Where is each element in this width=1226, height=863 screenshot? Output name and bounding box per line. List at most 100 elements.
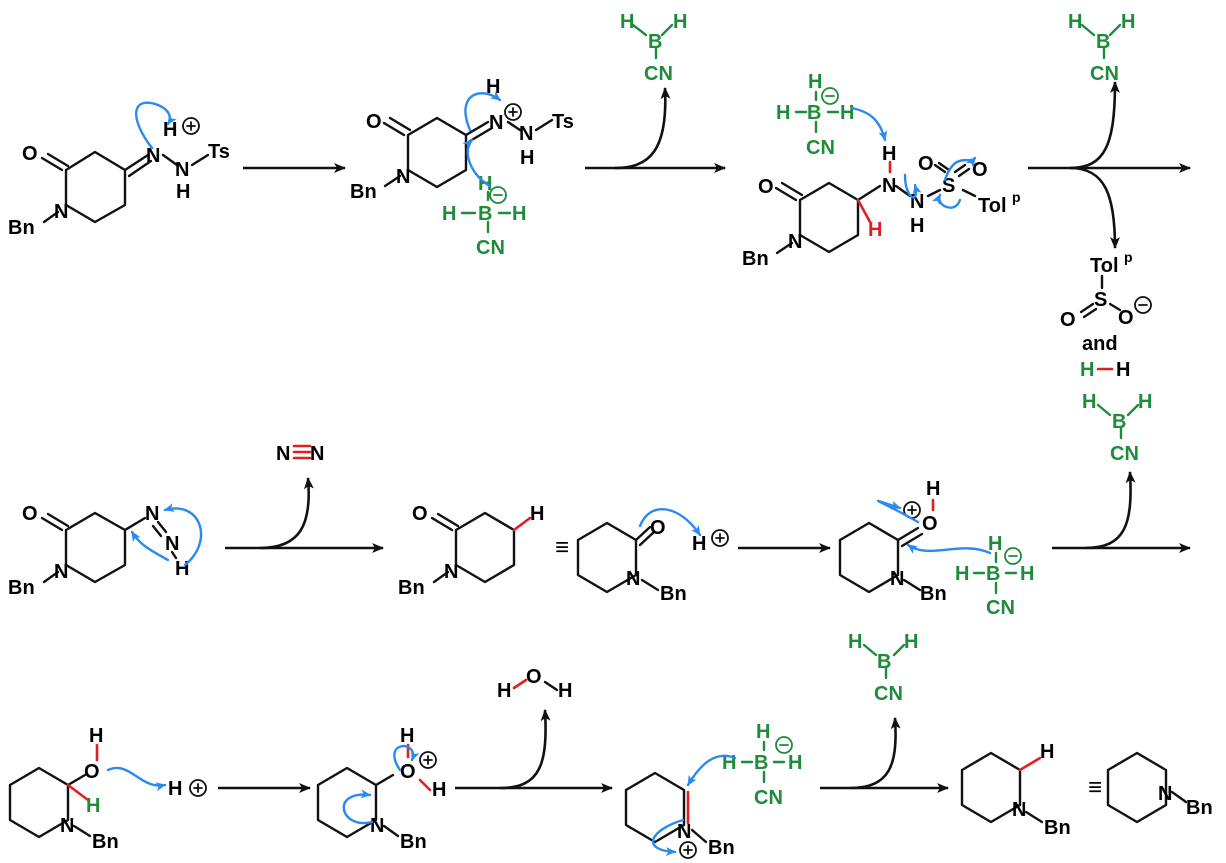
piperidine-product: N Bn H — [960, 741, 1071, 839]
N-iminium: N — [489, 112, 503, 134]
protonated-hemiaminal-structure: N Bn O H H — [316, 725, 446, 853]
B-borohydride: B — [478, 203, 492, 225]
svg-text:Tol: Tol — [1090, 255, 1119, 277]
tosylhydrazone-structure: O N Bn N N H Ts H — [8, 101, 230, 239]
svg-text:O: O — [526, 666, 542, 688]
svg-text:B: B — [807, 102, 821, 124]
svg-text:H: H — [840, 102, 854, 124]
svg-text:H: H — [400, 725, 414, 747]
svg-text:N: N — [444, 561, 458, 583]
svg-text:N: N — [310, 443, 324, 465]
H-NH: H — [176, 181, 190, 203]
svg-text:S: S — [1094, 289, 1107, 311]
Ts-label: Ts — [208, 141, 230, 163]
N-imine: N — [146, 145, 160, 167]
svg-text:H: H — [988, 533, 1002, 555]
svg-text:B: B — [754, 752, 768, 774]
svg-text:O: O — [1118, 307, 1134, 329]
svg-text:H: H — [175, 558, 189, 580]
svg-text:CN: CN — [874, 683, 903, 705]
svg-text:H: H — [756, 721, 770, 743]
lactam-structure: O N Bn H — [398, 503, 544, 599]
O-sulfonyl: O — [972, 159, 988, 181]
svg-text:H: H — [1040, 741, 1054, 763]
svg-text:B: B — [1112, 411, 1126, 433]
svg-text:H: H — [86, 795, 100, 817]
hemiaminal-structure: N Bn O H H H — [8, 725, 207, 853]
svg-text:H: H — [1068, 11, 1082, 33]
svg-text:p: p — [1124, 249, 1133, 265]
Ts-label: Ts — [552, 111, 574, 133]
svg-text:CN: CN — [806, 137, 835, 159]
svg-text:O: O — [650, 517, 666, 539]
svg-text:Bn: Bn — [1044, 817, 1071, 839]
svg-text:CN: CN — [1110, 443, 1139, 465]
CN-label: CN — [476, 237, 505, 259]
svg-text:Bn: Bn — [8, 577, 35, 599]
byproduct-BH2CN-1: H B H CN — [620, 11, 687, 85]
O-sulfonyl: O — [918, 153, 934, 175]
svg-text:H: H — [89, 725, 103, 747]
svg-text:H: H — [955, 563, 969, 585]
svg-text:H: H — [1116, 359, 1130, 381]
N-lactam: N — [54, 201, 68, 223]
svg-text:O: O — [1060, 309, 1076, 331]
carbonyl-O: O — [366, 111, 382, 133]
svg-text:B: B — [648, 31, 662, 53]
byproduct-BH2CN-3: H B H CN — [1082, 391, 1152, 465]
svg-text:B: B — [1096, 31, 1110, 53]
svg-text:N: N — [677, 821, 691, 843]
svg-text:O: O — [84, 761, 100, 783]
svg-text:H: H — [808, 71, 822, 93]
byproduct-sulfinate-and-H2: Tol p S O O and H H — [1060, 249, 1152, 381]
svg-text:CN: CN — [986, 597, 1015, 619]
svg-text:N: N — [276, 443, 290, 465]
H-new: H — [868, 219, 882, 241]
svg-text:N: N — [626, 568, 640, 590]
svg-text:H: H — [1138, 391, 1152, 413]
lactam-alt-view: O N Bn H — [576, 508, 729, 605]
byproduct-BH2CN-2: H B H CN — [1068, 11, 1135, 85]
svg-text:H: H — [926, 478, 940, 500]
N-lactam: N — [788, 231, 802, 253]
svg-text:H: H — [673, 11, 687, 33]
Bn-label: Bn — [742, 248, 769, 270]
Tol-label: Tol — [978, 195, 1007, 217]
diazene-structure: O N Bn N N H — [8, 503, 203, 599]
svg-text:H: H — [168, 778, 182, 800]
iminium-structure: N Bn H B H H CN — [624, 721, 802, 859]
svg-text:Bn: Bn — [920, 583, 947, 605]
byproduct-water: H O H — [497, 666, 572, 702]
svg-text:N: N — [1012, 799, 1026, 821]
piperidine-product-alt: N Bn — [1106, 751, 1213, 824]
svg-text:N: N — [145, 503, 159, 525]
byproduct-N2: N N — [276, 443, 324, 465]
H-borohydride: H — [442, 203, 456, 225]
Bn-label: Bn — [350, 181, 377, 203]
carbonyl-O: O — [758, 176, 774, 198]
svg-text:O: O — [922, 513, 938, 535]
svg-text:Bn: Bn — [398, 577, 425, 599]
svg-text:N: N — [60, 815, 74, 837]
oxocarbenium-structure: N Bn O H H B H H CN — [838, 478, 1034, 619]
svg-text:B: B — [877, 651, 891, 673]
S-sulfonyl: S — [942, 175, 955, 197]
svg-text:N: N — [370, 815, 384, 837]
svg-text:H: H — [904, 631, 918, 653]
H-NH: H — [882, 143, 896, 165]
svg-text:CN: CN — [1090, 63, 1119, 85]
H-NH: H — [520, 147, 534, 169]
svg-text:H: H — [1080, 359, 1094, 381]
p-superscript: p — [1012, 189, 1021, 205]
svg-text:H: H — [1020, 563, 1034, 585]
svg-text:B: B — [986, 563, 1000, 585]
N-1: N — [882, 175, 896, 197]
svg-text:H: H — [432, 779, 446, 801]
byproduct-BH2CN-4: H B H CN — [848, 631, 918, 705]
N-hydrazide: N — [519, 123, 533, 145]
svg-text:N: N — [165, 533, 179, 555]
svg-text:O: O — [412, 503, 428, 525]
svg-text:H: H — [558, 680, 572, 702]
svg-text:H: H — [692, 533, 706, 555]
